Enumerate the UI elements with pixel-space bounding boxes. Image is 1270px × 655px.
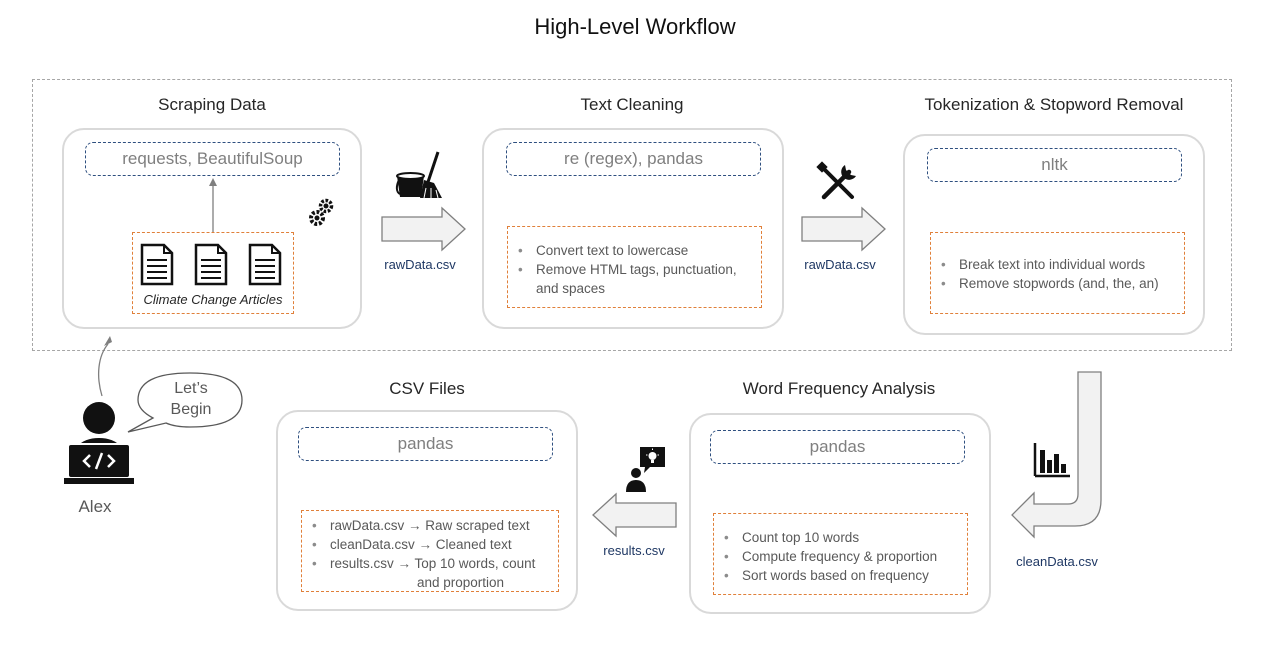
- frequency-tool-box: pandas: [710, 430, 965, 464]
- document-icons: [140, 243, 282, 286]
- developer-icon: [64, 402, 134, 484]
- top-row-container: [32, 79, 1232, 351]
- frequency-step: Compute frequency & proportion: [724, 547, 967, 566]
- scraping-tool-box: requests, BeautifulSoup: [85, 142, 340, 176]
- scraping-card: [62, 128, 362, 329]
- csv-steps-box: rawData.csv → Raw scraped text cleanData…: [301, 510, 559, 592]
- flow-arrow-4: [592, 492, 677, 538]
- csv-tool-box: pandas: [298, 427, 553, 461]
- bucket-broom-icon: [395, 151, 442, 199]
- speech-line-2: Begin: [170, 401, 212, 418]
- file-label-results: results.csv: [603, 543, 665, 558]
- gears-icon: [309, 198, 334, 226]
- csv-step: results.csv → Top 10 words, count: [312, 554, 558, 573]
- articles-caption: Climate Change Articles: [143, 292, 283, 307]
- flow-arrow-2: [801, 206, 886, 252]
- cleaning-steps-box: Convert text to lowercase Remove HTML ta…: [507, 226, 762, 308]
- cleaning-step-continued: and spaces: [536, 281, 606, 296]
- speech-line-1: Let’s: [174, 380, 208, 397]
- articles-box: [132, 232, 294, 314]
- cleaning-card: [482, 128, 784, 329]
- csv-step: cleanData.csv → Cleaned text: [312, 535, 558, 554]
- frequency-title: Word Frequency Analysis: [742, 379, 936, 398]
- tokenization-step: Remove stopwords (and, the, an): [941, 274, 1184, 293]
- scraping-title: Scraping Data: [158, 95, 266, 114]
- frequency-steps-box: Count top 10 words Compute frequency & p…: [713, 513, 968, 595]
- tokenization-title: Tokenization & Stopword Removal: [924, 95, 1184, 114]
- cleaning-step: Remove HTML tags, punctuation,: [518, 260, 761, 279]
- tools-icon: [816, 161, 856, 200]
- cleaning-step: Convert text to lowercase: [518, 241, 761, 260]
- document-icon: [194, 243, 228, 286]
- document-icon: [140, 243, 174, 286]
- flow-arrow-3: [1011, 371, 1102, 539]
- flow-arrow-1: [381, 206, 466, 252]
- file-label-rawdata-2: rawData.csv: [804, 257, 876, 272]
- speech-bubble: [127, 372, 243, 433]
- bar-chart-icon: [1033, 443, 1070, 478]
- file-label-rawdata-1: rawData.csv: [384, 257, 456, 272]
- tokenization-tool-box: nltk: [927, 148, 1182, 182]
- person-idea-icon: [626, 447, 665, 492]
- csv-title: CSV Files: [389, 379, 465, 398]
- tokenization-card: [903, 134, 1205, 335]
- tokenization-steps-box: Break text into individual words Remove …: [930, 232, 1185, 314]
- diagram-title: High-Level Workflow: [534, 14, 736, 39]
- frequency-step: Sort words based on frequency: [724, 566, 967, 585]
- speech-text: Let’s Begin: [148, 378, 234, 420]
- tokenization-step: Break text into individual words: [941, 255, 1184, 274]
- document-icon: [248, 243, 282, 286]
- user-name: Alex: [78, 497, 112, 516]
- cleaning-title: Text Cleaning: [580, 95, 684, 114]
- file-label-cleandata: cleanData.csv: [1016, 554, 1098, 569]
- cleaning-tool-box: re (regex), pandas: [506, 142, 761, 176]
- frequency-step: Count top 10 words: [724, 528, 967, 547]
- csv-step-continued: and proportion: [417, 575, 505, 590]
- csv-step: rawData.csv → Raw scraped text: [312, 516, 558, 535]
